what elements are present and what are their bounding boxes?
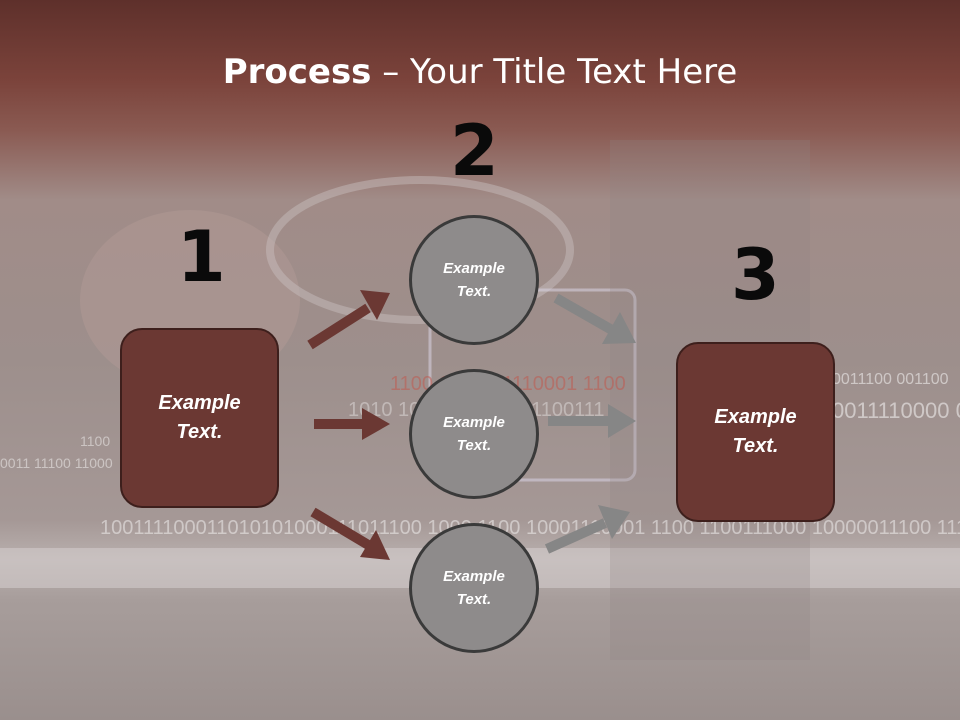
binary-line-4: 0011110000 0 (832, 398, 960, 423)
binary-line-6: 0011 11100 11000 (0, 455, 113, 471)
step-number-2: 2 (450, 110, 499, 192)
step-2-text-bottom: Example Text. (443, 568, 505, 608)
step-number-3: 3 (731, 234, 780, 316)
step-2-text-middle: Example Text. (443, 414, 505, 454)
arrow-gray-up-icon (544, 505, 630, 554)
title-rest: – Your Title Text Here (371, 52, 738, 92)
title-bold: Process (222, 52, 372, 92)
step-3-box[interactable]: Example Text. (676, 342, 835, 522)
step-1-text: Example Text. (158, 392, 241, 443)
step-1-box[interactable]: Example Text. (120, 328, 279, 508)
step-2-text-top: Example Text. (443, 260, 505, 300)
arrow-right-down-icon (310, 507, 390, 560)
arrow-right-up-icon (307, 290, 390, 350)
page-title: Process – Your Title Text Here (0, 52, 960, 92)
binary-line-7: 1100 (80, 433, 110, 449)
binary-line-3: 0011100 001100 (832, 371, 949, 388)
arrow-gray-down-icon (553, 293, 636, 344)
arrow-right-icon (314, 408, 390, 440)
step-3-text: Example Text. (714, 406, 797, 457)
step-number-1: 1 (177, 216, 226, 298)
step-2-circle-bottom[interactable]: Example Text. (409, 523, 539, 653)
step-2-circle-middle[interactable]: Example Text. (409, 369, 539, 499)
arrow-gray-right-icon (548, 404, 636, 438)
binary-line-5: 100111100011010101000111011100 1000 1100… (100, 517, 960, 539)
step-2-circle-top[interactable]: Example Text. (409, 215, 539, 345)
